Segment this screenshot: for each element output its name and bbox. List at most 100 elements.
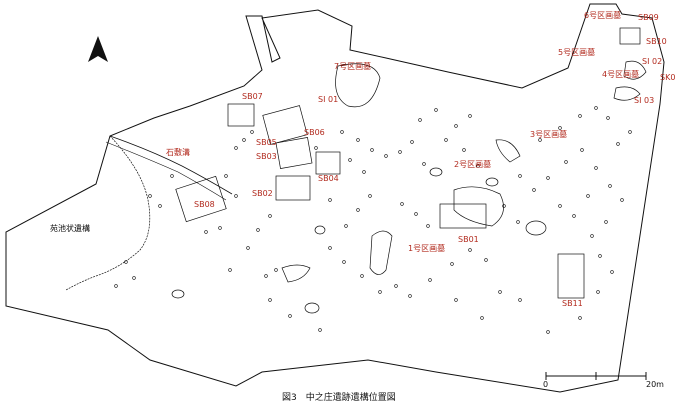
post-hole: [256, 228, 260, 232]
post-hole: [580, 148, 584, 152]
post-hole: [384, 154, 388, 158]
pit-si03: [613, 86, 641, 101]
scale-zero-label: 0: [543, 380, 549, 389]
building-sb08: [175, 175, 227, 223]
post-hole: [114, 284, 118, 288]
post-hole: [462, 148, 466, 152]
post-hole: [408, 294, 412, 298]
post-hole: [268, 214, 272, 218]
pit-si02: [623, 60, 647, 80]
post-hole: [608, 184, 612, 188]
post-hole: [228, 268, 232, 272]
pit-features: [171, 60, 647, 314]
post-hole: [170, 174, 174, 178]
north-arrow-icon: [88, 36, 108, 62]
label-sb11: SB11: [562, 299, 583, 308]
pit-grave-2: [453, 186, 504, 227]
label-pond-feature: 苑池状遺構: [50, 224, 90, 233]
post-hole: [218, 226, 222, 230]
post-hole: [318, 328, 322, 332]
post-hole: [356, 138, 360, 142]
label-grave-7: 7号区画墓: [334, 62, 372, 71]
post-holes: [114, 106, 632, 334]
post-hole: [596, 290, 600, 294]
stone-channel-edge: [105, 141, 227, 201]
post-hole: [370, 148, 374, 152]
label-sb03: SB03: [256, 152, 277, 161]
post-hole: [616, 142, 620, 146]
post-hole: [398, 150, 402, 154]
pit-f: [171, 289, 185, 299]
post-hole: [288, 314, 292, 318]
post-hole: [234, 146, 238, 150]
label-sb04: SB04: [318, 174, 339, 183]
post-hole: [348, 158, 352, 162]
post-hole: [148, 194, 152, 198]
post-hole: [518, 298, 522, 302]
post-hole: [498, 290, 502, 294]
building-sb10: [619, 27, 641, 45]
label-sb02: SB02: [252, 189, 273, 198]
label-grave-2: 2号区画墓: [454, 160, 492, 169]
scale-max-label: 20m: [646, 380, 664, 389]
post-hole: [516, 220, 520, 224]
label-sb07: SB07: [242, 92, 263, 101]
pit-g: [314, 225, 326, 235]
pit-si01: [335, 63, 381, 108]
post-hole: [564, 160, 568, 164]
post-hole: [454, 298, 458, 302]
post-hole: [468, 248, 472, 252]
post-hole: [468, 114, 472, 118]
label-grave-1: 1号区画墓: [408, 244, 446, 253]
post-hole: [426, 224, 430, 228]
building-sb11: [557, 253, 585, 299]
label-sb01: SB01: [458, 235, 479, 244]
post-hole: [158, 204, 162, 208]
post-hole: [594, 166, 598, 170]
building-structures: [175, 27, 641, 299]
label-sb08: SB08: [194, 200, 215, 209]
post-hole: [328, 198, 332, 202]
scale-bar: [545, 372, 647, 380]
post-hole: [274, 268, 278, 272]
building-sb02: [275, 175, 311, 201]
post-hole: [422, 162, 426, 166]
site-boundary: [5, 3, 665, 393]
post-hole: [606, 116, 610, 120]
post-hole: [578, 316, 582, 320]
building-sb05: [275, 137, 313, 169]
post-hole: [598, 254, 602, 258]
post-hole: [250, 130, 254, 134]
post-hole: [518, 174, 522, 178]
post-hole: [132, 276, 136, 280]
post-hole: [594, 106, 598, 110]
post-hole: [444, 138, 448, 142]
pit-b: [525, 220, 547, 236]
label-grave-6: 6号区画墓: [584, 11, 622, 20]
post-hole: [620, 198, 624, 202]
post-hole: [480, 316, 484, 320]
building-sb04: [315, 151, 341, 175]
post-hole: [204, 230, 208, 234]
post-hole: [558, 126, 562, 130]
post-hole: [546, 330, 550, 334]
post-hole: [628, 130, 632, 134]
post-hole: [224, 174, 228, 178]
post-hole: [362, 170, 366, 174]
stone-channel: [109, 135, 233, 195]
post-hole: [400, 202, 404, 206]
label-sb09: SB09: [638, 13, 659, 22]
pit-d: [429, 167, 443, 177]
building-sb01: [439, 203, 487, 229]
post-hole: [484, 258, 488, 262]
post-hole: [572, 214, 576, 218]
post-hole: [434, 108, 438, 112]
post-hole: [360, 274, 364, 278]
post-hole: [342, 260, 346, 264]
post-hole: [314, 146, 318, 150]
label-si02: SI 02: [642, 57, 663, 66]
pit-a: [281, 264, 311, 283]
post-hole: [234, 194, 238, 198]
post-hole: [264, 274, 268, 278]
post-hole: [454, 124, 458, 128]
